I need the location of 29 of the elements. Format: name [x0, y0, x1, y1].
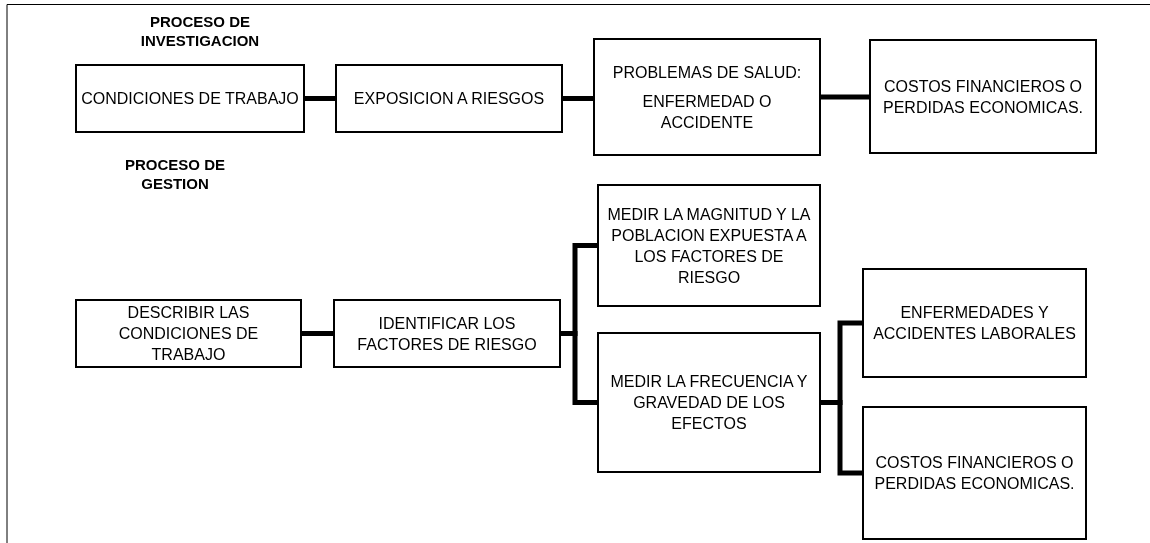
process-box [75, 299, 302, 368]
box-text: MEDIR LA MAGNITUD Y LA POBLACION EXPUESTA A LOS FACTORES DE RIESGO [606, 204, 812, 288]
box-text: PROBLEMAS DE SALUD: [612, 62, 802, 83]
connector-line [302, 331, 333, 336]
box-text: COSTOS FINANCIEROS O PERDIDAS ECONOMICAS. [882, 76, 1084, 118]
section-heading: PROCESO DE GESTION [124, 155, 226, 193]
box-text: ENFERMEDAD O ACCIDENTE [641, 91, 773, 133]
process-box [862, 268, 1087, 378]
process-box [862, 406, 1087, 540]
section-heading: PROCESO DE INVESTIGACION [139, 12, 261, 50]
connector-line [561, 331, 597, 405]
box-text: CONDICIONES DE TRABAJO [81, 89, 299, 109]
process-box [75, 64, 305, 133]
process-box [593, 38, 821, 156]
process-box [333, 299, 561, 368]
box-text: COSTOS FINANCIEROS O PERDIDAS ECONOMICAS. [873, 453, 1076, 494]
connector-line [305, 96, 335, 101]
box-text: EXPOSICION A RIESGOS [353, 89, 545, 109]
connector-line [563, 96, 593, 101]
box-text: IDENTIFICAR LOS FACTORES DE RIESGO [356, 313, 538, 355]
connector-line [821, 94, 869, 100]
process-box [869, 39, 1097, 154]
box-text: ENFERMEDADES Y ACCIDENTES LABORALES [872, 303, 1077, 344]
process-box [597, 332, 821, 473]
process-box [597, 184, 821, 307]
box-text: MEDIR LA FRECUENCIA Y GRAVEDAD DE LOS EFECTOS [609, 372, 809, 434]
connector-line [821, 400, 862, 476]
box-text: DESCRIBIR LAS CONDICIONES DE TRABAJO [117, 303, 260, 365]
process-box [335, 64, 563, 133]
